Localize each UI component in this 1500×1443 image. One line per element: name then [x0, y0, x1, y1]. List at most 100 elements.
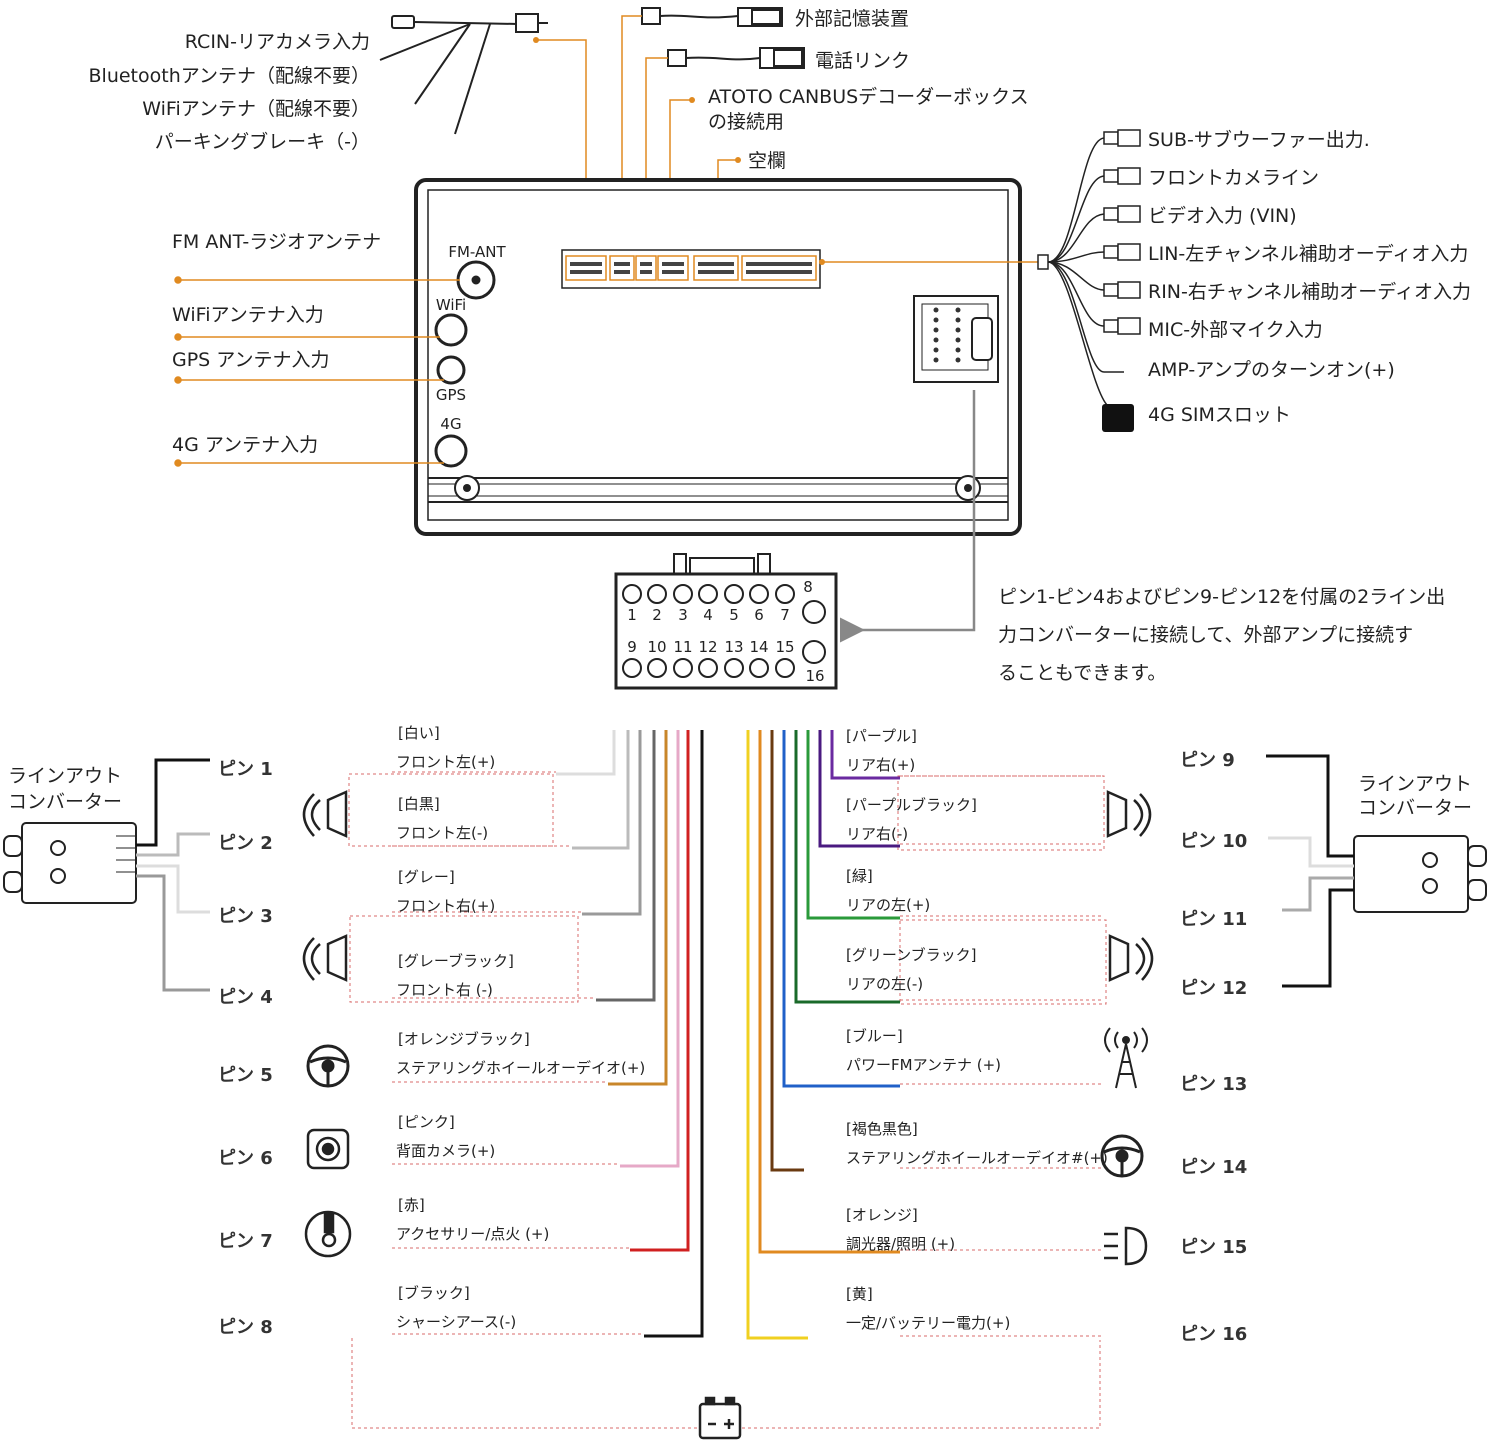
- amp-label: AMP-アンプのターンオン(+): [1148, 359, 1395, 381]
- connector-arrow: [840, 390, 976, 643]
- pin-number-1: 1: [627, 606, 637, 624]
- right-rca-fan: [1037, 137, 1124, 407]
- wire-color-label: [オレンジ]: [846, 1206, 918, 1224]
- wire-right: [830, 730, 900, 780]
- camera-icon: [306, 1128, 350, 1170]
- pin-labels: ピン 1[白い]フロント左(+)ピン 2[白黒]フロント左(-)ピン 3[グレー…: [218, 724, 1247, 1345]
- wire-right: [758, 730, 900, 1254]
- gps-port-label: GPS: [436, 386, 466, 404]
- wire-color-label: [パープルブラック]: [846, 796, 977, 814]
- gps-input-label: GPS アンテナ入力: [172, 349, 330, 371]
- iso-connector-pins: [933, 307, 961, 363]
- note-line: ピン1-ピン4およびピン9-ピン12を付属の2ライン出: [998, 586, 1446, 608]
- battery-icon: [698, 1396, 742, 1440]
- sub-output-label: SUB-サブウーファー出力.: [1148, 128, 1370, 151]
- antenna-leader-lines: [174, 276, 460, 467]
- pin-label: ピン 2: [218, 833, 273, 854]
- pin-number-3: 3: [678, 606, 688, 624]
- rca-plugs: [1103, 129, 1141, 335]
- wire-right: [746, 730, 808, 1340]
- pin-label: ピン 15: [1180, 1237, 1247, 1258]
- wire-right: [818, 730, 900, 848]
- pin-label: ピン 5: [218, 1065, 273, 1086]
- canbus-label-2: の接続用: [708, 111, 784, 133]
- wifi-port-label: WiFi: [436, 296, 466, 314]
- right-line-out-label-2: コンバーター: [1358, 797, 1472, 819]
- wire-function-label: シャーシアース(-): [396, 1313, 516, 1331]
- pin-label: ピン 4: [218, 987, 273, 1008]
- mic-label: MIC-外部マイク入力: [1148, 319, 1323, 341]
- wire-color-label: [褐色黒色]: [846, 1120, 918, 1138]
- pin-number-4: 4: [703, 606, 713, 624]
- right-line-out-converter: [1353, 835, 1487, 913]
- front-camera-label: フロントカメライン: [1148, 167, 1319, 189]
- top-leader-dots: [533, 37, 741, 163]
- pin-label: ピン 13: [1180, 1074, 1247, 1095]
- pin-label: ピン 9: [1180, 750, 1235, 771]
- note-line: ることもできます。: [998, 662, 1167, 684]
- left-line-out-label-1: ラインアウト: [8, 765, 122, 787]
- pin-label: ピン 10: [1180, 831, 1247, 852]
- pin-label: ピン 8: [218, 1317, 273, 1338]
- harness-wires: [392, 730, 1104, 1340]
- wire-color-label: [パープル]: [846, 727, 917, 745]
- top-left-cable-bundle: [379, 13, 548, 135]
- wire-function-label: ステアリングホイールオーデイオ#(+): [846, 1149, 1108, 1167]
- external-storage-label: 外部記憶装置: [795, 8, 909, 30]
- pin-label: ピン 14: [1180, 1157, 1247, 1178]
- wire-function-label: フロント左(-): [396, 824, 488, 842]
- wire-color-label: [グリーンブラック]: [846, 946, 977, 964]
- fm-ant-port-label: FM-ANT: [448, 243, 506, 261]
- sim-slot-icon: [1102, 404, 1134, 432]
- left-line-out-label-2: コンバーター: [8, 791, 122, 813]
- pin-number-14: 14: [749, 638, 768, 656]
- 4g-input-label: 4G アンテナ入力: [172, 434, 318, 456]
- pin-number-8: 8: [803, 578, 813, 596]
- wire-right: [806, 730, 900, 920]
- wire-color-label: [白い]: [398, 724, 440, 742]
- rin-label: RIN-右チャンネル補助オーディオ入力: [1148, 281, 1471, 303]
- pin-label: ピン 7: [218, 1231, 273, 1252]
- wire-right: [794, 730, 900, 1004]
- wifi-input-label: WiFiアンテナ入力: [172, 304, 324, 326]
- canbus-label-1: ATOTO CANBUSデコーダーボックス: [708, 86, 1029, 108]
- wire-function-label: リアの左(+): [846, 896, 930, 914]
- main-harness-socket: [561, 249, 821, 289]
- pin-number-6: 6: [754, 606, 764, 624]
- left-line-out-converter: [3, 822, 137, 904]
- wire-function-label: リアの左(-): [846, 975, 923, 993]
- wire-left: [630, 730, 690, 1252]
- sim-slot-label: 4G SIMスロット: [1148, 404, 1291, 426]
- antenna-tower-icon: [1104, 1027, 1148, 1089]
- wire-function-label: フロント右(+): [396, 897, 495, 915]
- pin-number-9: 9: [627, 638, 637, 656]
- wire-right: [770, 730, 804, 1172]
- wire-function-label: 一定/バッテリー電力(+): [846, 1314, 1010, 1332]
- pin-number-5: 5: [729, 606, 739, 624]
- pin-number-2: 2: [652, 606, 662, 624]
- wire-function-label: 調光器/照明 (+): [846, 1235, 955, 1253]
- lin-label: LIN-左チャンネル補助オーディオ入力: [1148, 243, 1468, 265]
- right-line-out-label-1: ラインアウト: [1358, 773, 1472, 795]
- fm-ant-label: FM ANT-ラジオアンテナ: [172, 231, 381, 253]
- speaker-icon: [1108, 934, 1154, 982]
- wire-color-label: [白黒]: [398, 795, 440, 813]
- wire-function-label: パワーFMアンテナ (+): [846, 1056, 1001, 1074]
- note-line: 力コンバーターに接続して、外部アンプに接続す: [998, 624, 1414, 646]
- wire-function-label: ステアリングホイールオーデイオ(+): [396, 1059, 645, 1077]
- speaker-icon: [1106, 790, 1152, 838]
- pin-number-12: 12: [698, 638, 717, 656]
- headlight-icon: [1104, 1226, 1148, 1266]
- steering-wheel-icon: [1100, 1134, 1144, 1178]
- pin-number-16: 16: [805, 667, 824, 685]
- pin-label: ピン 1: [218, 759, 273, 780]
- parking-brake-label: パーキングブレーキ（-）: [155, 130, 370, 153]
- speaker-icon: [302, 790, 348, 838]
- phone-link-label: 電話リンク: [815, 50, 910, 72]
- wifi-antenna-label: WiFiアンテナ（配線不要）: [142, 98, 370, 120]
- wire-color-label: [黄]: [846, 1285, 873, 1303]
- pin-label: ピン 16: [1180, 1324, 1247, 1345]
- wire-color-label: [赤]: [398, 1196, 425, 1214]
- wire-color-label: [オレンジブラック]: [398, 1030, 530, 1048]
- ignition-key-icon: [304, 1210, 352, 1258]
